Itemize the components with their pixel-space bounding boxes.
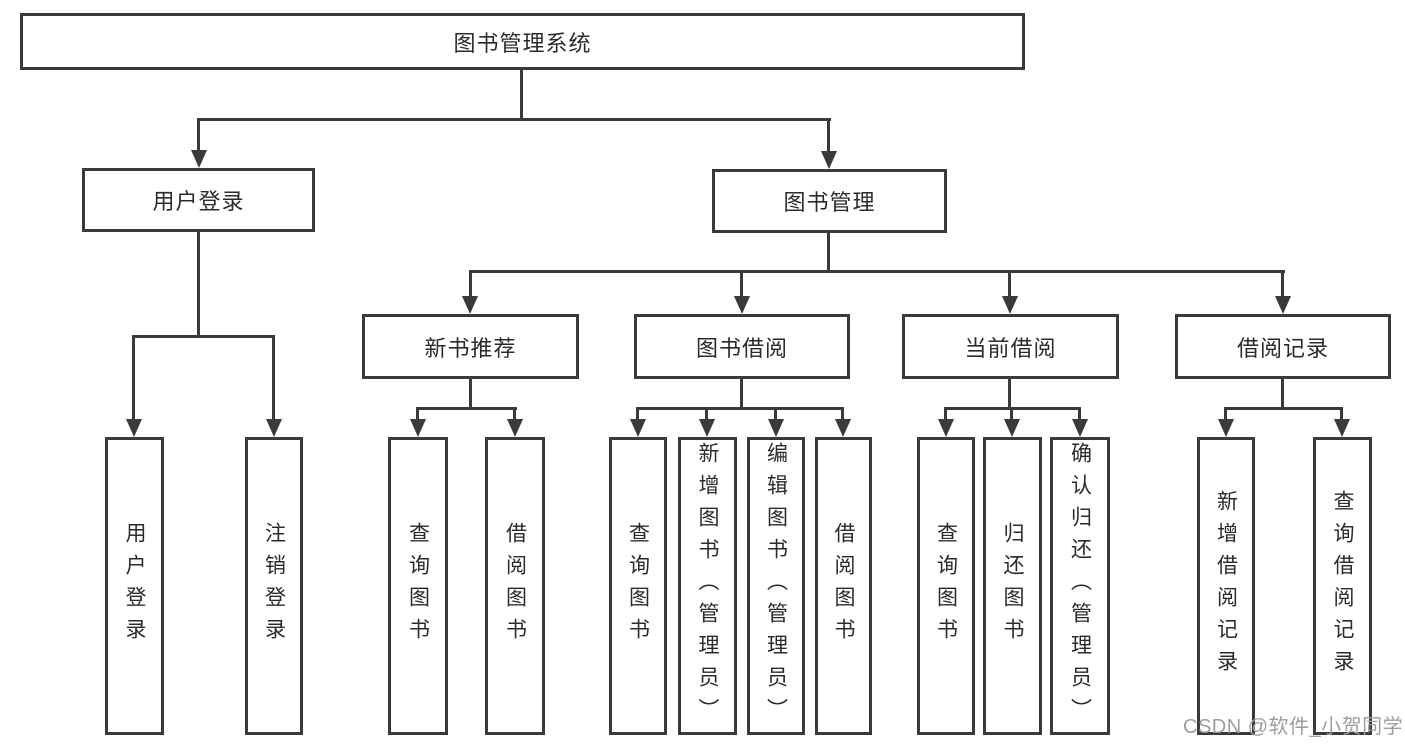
- connector-line: [636, 407, 844, 410]
- node-label: 新书推荐: [424, 335, 517, 361]
- connector-line: [827, 118, 830, 152]
- node-leaf-return-books: 归还图书: [983, 437, 1042, 735]
- arrow-down-icon: [1275, 296, 1291, 314]
- node-leaf-borrow-books-recommend: 借阅图书: [485, 437, 545, 735]
- node-leaf-borrow-books: 借阅图书: [815, 437, 872, 735]
- connector-line: [469, 270, 472, 296]
- connector-line: [774, 407, 777, 419]
- connector-line: [469, 379, 472, 407]
- node-borrowing-records: 借阅记录: [1175, 314, 1391, 379]
- arrow-down-icon: [1072, 419, 1088, 437]
- connector-line: [705, 407, 708, 419]
- connector-line: [197, 118, 200, 152]
- node-label: 图书管理系统: [453, 30, 592, 56]
- connector-line: [1078, 407, 1081, 419]
- connector-line: [1008, 379, 1011, 407]
- connector-line: [469, 270, 1285, 273]
- arrow-down-icon: [835, 419, 851, 437]
- node-book-borrowing: 图书借阅: [634, 314, 850, 379]
- node-label: 用户登录: [152, 189, 245, 214]
- connector-line: [1010, 407, 1013, 419]
- node-library-management-system: 图书管理系统: [20, 13, 1025, 70]
- arrow-down-icon: [630, 419, 646, 437]
- connector-line: [416, 407, 517, 410]
- node-leaf-edit-books-admin: 编辑图书（管理员）: [747, 437, 805, 735]
- node-label: 查询图书: [626, 522, 650, 650]
- connector-line: [1008, 270, 1011, 296]
- csdn-watermark: CSDN @软件_小贺同学: [1183, 716, 1404, 738]
- connector-line: [416, 407, 419, 419]
- node-leaf-confirm-return-admin: 确认归还（管理员）: [1050, 437, 1110, 735]
- node-label: 查询借阅记录: [1331, 490, 1354, 682]
- node-label: 借阅记录: [1236, 335, 1329, 361]
- node-label: 图书管理: [783, 190, 876, 215]
- connector-line: [1281, 379, 1284, 407]
- connector-line: [132, 335, 275, 338]
- connector-line: [944, 407, 947, 419]
- connector-line: [1224, 407, 1227, 419]
- connector-line: [1340, 407, 1343, 419]
- connector-line: [827, 233, 830, 270]
- node-label: 当前借阅: [964, 335, 1057, 361]
- node-new-book-recommend: 新书推荐: [362, 314, 579, 379]
- connector-line: [1281, 270, 1284, 296]
- node-leaf-query-books-recommend: 查询图书: [388, 437, 448, 735]
- connector-line: [1224, 407, 1343, 410]
- node-label: 图书借阅: [695, 335, 788, 361]
- connector-line: [197, 118, 831, 121]
- node-label: 注销登录: [262, 522, 286, 650]
- node-leaf-query-books: 查询图书: [609, 437, 667, 735]
- arrow-down-icon: [1004, 419, 1020, 437]
- connector-line: [841, 407, 844, 419]
- arrow-down-icon: [768, 419, 784, 437]
- connector-line: [740, 270, 743, 296]
- node-label: 确认归还（管理员）: [1068, 442, 1092, 730]
- node-label: 新增借阅记录: [1214, 490, 1238, 682]
- node-label: 用户登录: [123, 522, 146, 650]
- node-user-login: 用户登录: [82, 168, 315, 232]
- arrow-down-icon: [1218, 419, 1234, 437]
- arrow-down-icon: [734, 296, 750, 314]
- node-leaf-query-books-current: 查询图书: [917, 437, 975, 735]
- arrow-down-icon: [191, 150, 207, 168]
- connector-line: [520, 70, 523, 118]
- node-label: 查询图书: [934, 522, 958, 650]
- arrow-down-icon: [938, 419, 954, 437]
- node-label: 新增图书（管理员）: [696, 442, 719, 730]
- node-label: 归还图书: [1001, 522, 1024, 650]
- connector-line: [636, 407, 639, 419]
- node-leaf-add-books-admin: 新增图书（管理员）: [678, 437, 737, 735]
- node-label: 查询图书: [406, 522, 430, 650]
- node-current-borrowing: 当前借阅: [902, 314, 1119, 379]
- arrow-down-icon: [1002, 296, 1018, 314]
- arrow-down-icon: [462, 296, 478, 314]
- arrow-down-icon: [410, 419, 426, 437]
- connector-line: [272, 335, 275, 419]
- node-label: 借阅图书: [832, 522, 855, 650]
- node-label: 借阅图书: [503, 522, 527, 650]
- connector-line: [132, 335, 135, 419]
- arrow-down-icon: [1334, 419, 1350, 437]
- arrow-down-icon: [821, 151, 837, 169]
- node-leaf-user-login: 用户登录: [105, 437, 164, 735]
- connector-line: [740, 379, 743, 407]
- node-leaf-add-borrow-record: 新增借阅记录: [1197, 437, 1255, 735]
- node-leaf-query-borrow-record: 查询借阅记录: [1313, 437, 1372, 735]
- arrow-down-icon: [507, 419, 523, 437]
- node-leaf-logout: 注销登录: [245, 437, 303, 735]
- arrow-down-icon: [126, 419, 142, 437]
- connector-line: [197, 232, 200, 335]
- connector-line: [513, 407, 516, 419]
- node-book-management: 图书管理: [712, 169, 947, 233]
- arrow-down-icon: [699, 419, 715, 437]
- arrow-down-icon: [266, 419, 282, 437]
- node-label: 编辑图书（管理员）: [764, 442, 788, 730]
